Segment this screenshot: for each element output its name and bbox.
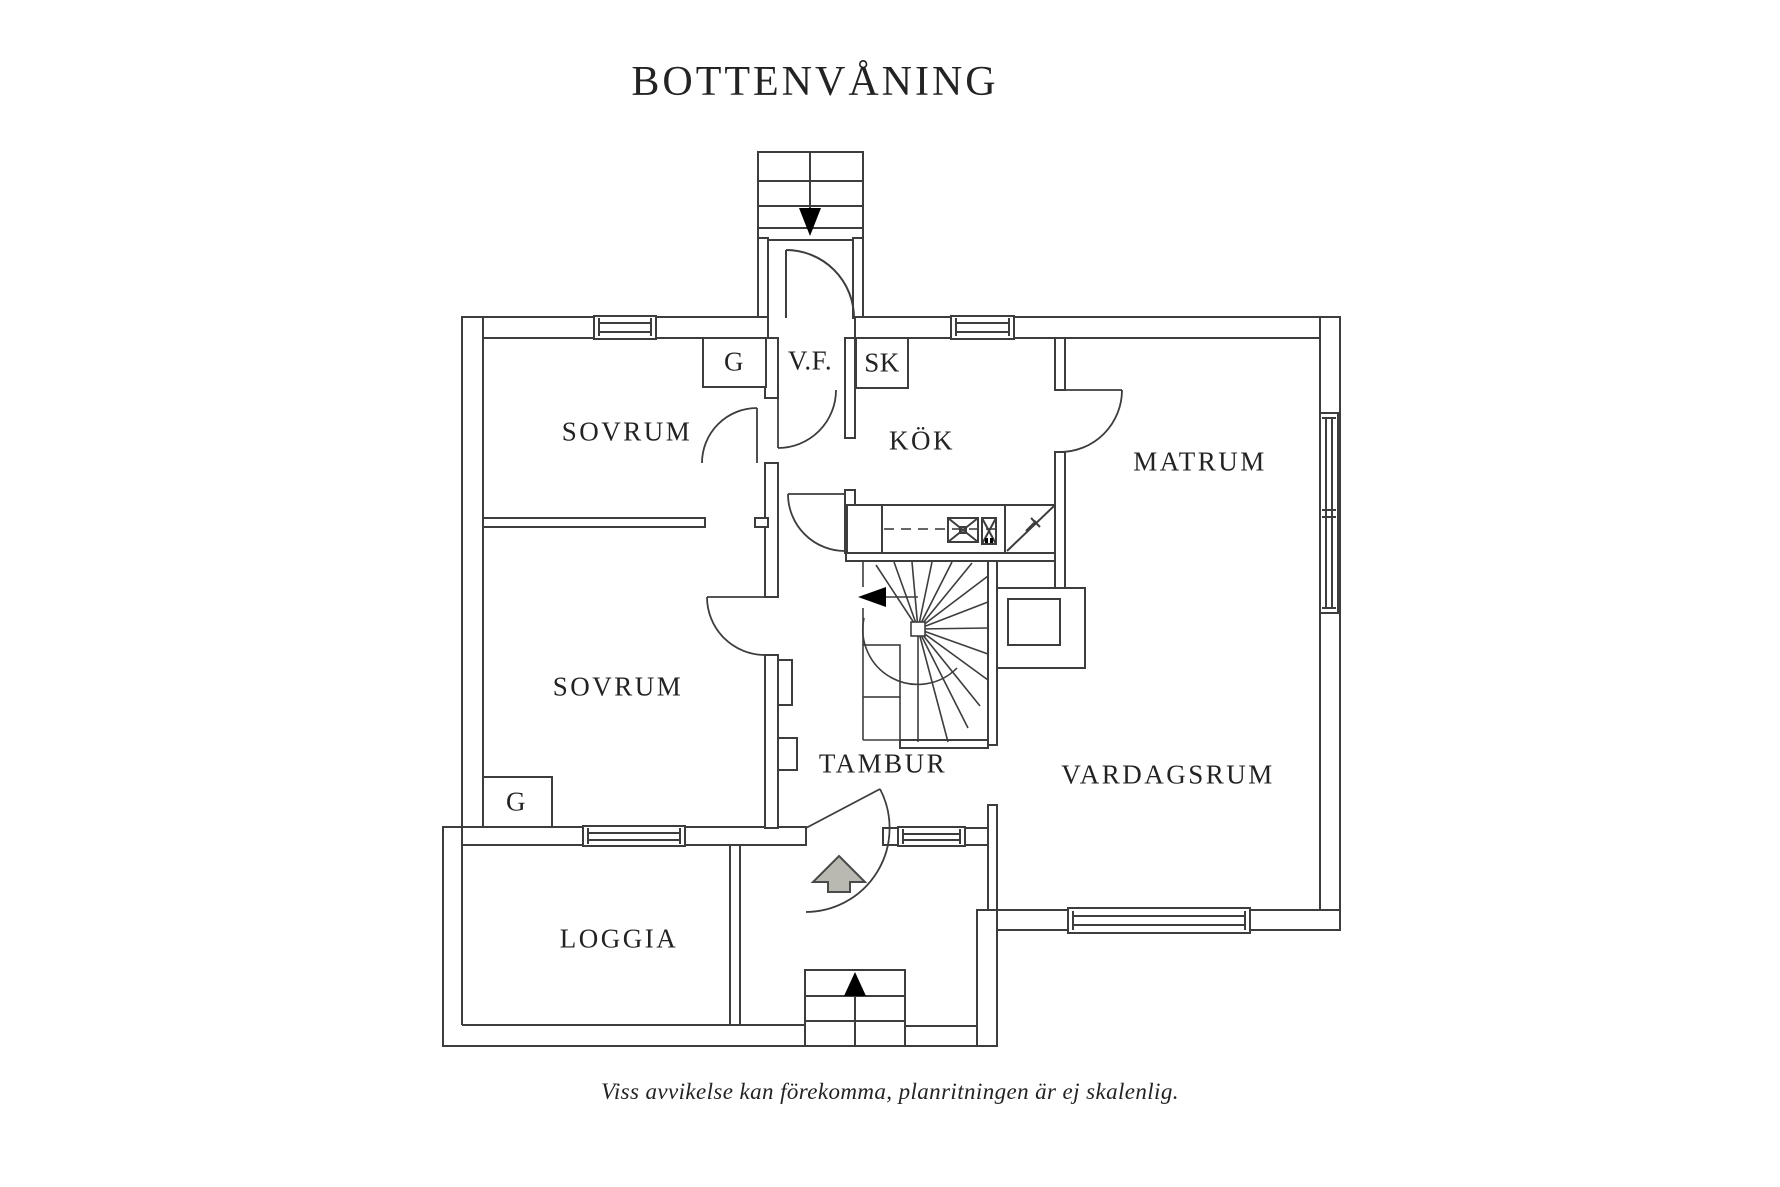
spiral-stair — [858, 561, 989, 743]
stove-icon — [981, 517, 997, 545]
window-livingroom-bottom — [1067, 907, 1251, 934]
room-label-vardagsrum: VARDAGSRUM — [1061, 759, 1275, 790]
closet-g-lower-box — [482, 776, 553, 828]
entry-stairs-top — [757, 151, 864, 319]
room-label-kok: KÖK — [889, 425, 955, 456]
window-right-tall — [1319, 412, 1339, 614]
room-label-loggia: LOGGIA — [559, 923, 679, 954]
closet-label-g-lower: G — [506, 786, 526, 817]
room-label-sovrum-lower: SOVRUM — [552, 671, 684, 702]
closet-label-g-upper: G — [724, 346, 744, 377]
windows-layer — [582, 315, 1339, 934]
disclaimer-text: Viss avvikelse kan förekomma, planritnin… — [601, 1079, 1179, 1104]
entry-door — [785, 249, 855, 319]
room-label-matrum: MATRUM — [1133, 446, 1267, 477]
closet-g-upper-box — [702, 337, 767, 388]
page-title: BOTTENVÅNING — [631, 59, 999, 105]
sink-icon — [947, 517, 979, 543]
window-bedroom-bottom — [582, 825, 686, 847]
porch-steps — [804, 969, 906, 1047]
door-sovrum-lower — [706, 596, 766, 656]
steps-up-arrow-icon — [844, 972, 866, 996]
door-kitchen — [787, 493, 846, 552]
door-sovrum-upper — [701, 407, 758, 464]
door-main-entrance — [805, 788, 891, 913]
window-tambur-bottom — [897, 826, 966, 847]
closet-label-vf: V.F. — [787, 345, 833, 376]
loggia-outline — [442, 826, 997, 1047]
window-top-left — [593, 315, 657, 340]
refrigerator-icon — [1006, 505, 1055, 552]
closet-label-sk: SK — [864, 347, 900, 378]
room-label-sovrum-upper: SOVRUM — [561, 416, 693, 447]
window-top-right — [950, 315, 1015, 340]
stair-left-arrow-icon — [858, 587, 886, 607]
door-kitchen-to-matrum — [1059, 389, 1123, 453]
stair-down-arrow-icon — [799, 208, 821, 236]
closets-layer — [482, 337, 909, 828]
door-vf-to-hall — [777, 389, 837, 449]
closet-sk-box — [855, 337, 909, 389]
entrance-arrow-icon — [810, 854, 868, 893]
chimney — [996, 587, 1086, 669]
room-label-tambur: TAMBUR — [818, 748, 948, 779]
kitchen-counter — [846, 504, 1056, 554]
doors-layer — [701, 389, 1123, 913]
